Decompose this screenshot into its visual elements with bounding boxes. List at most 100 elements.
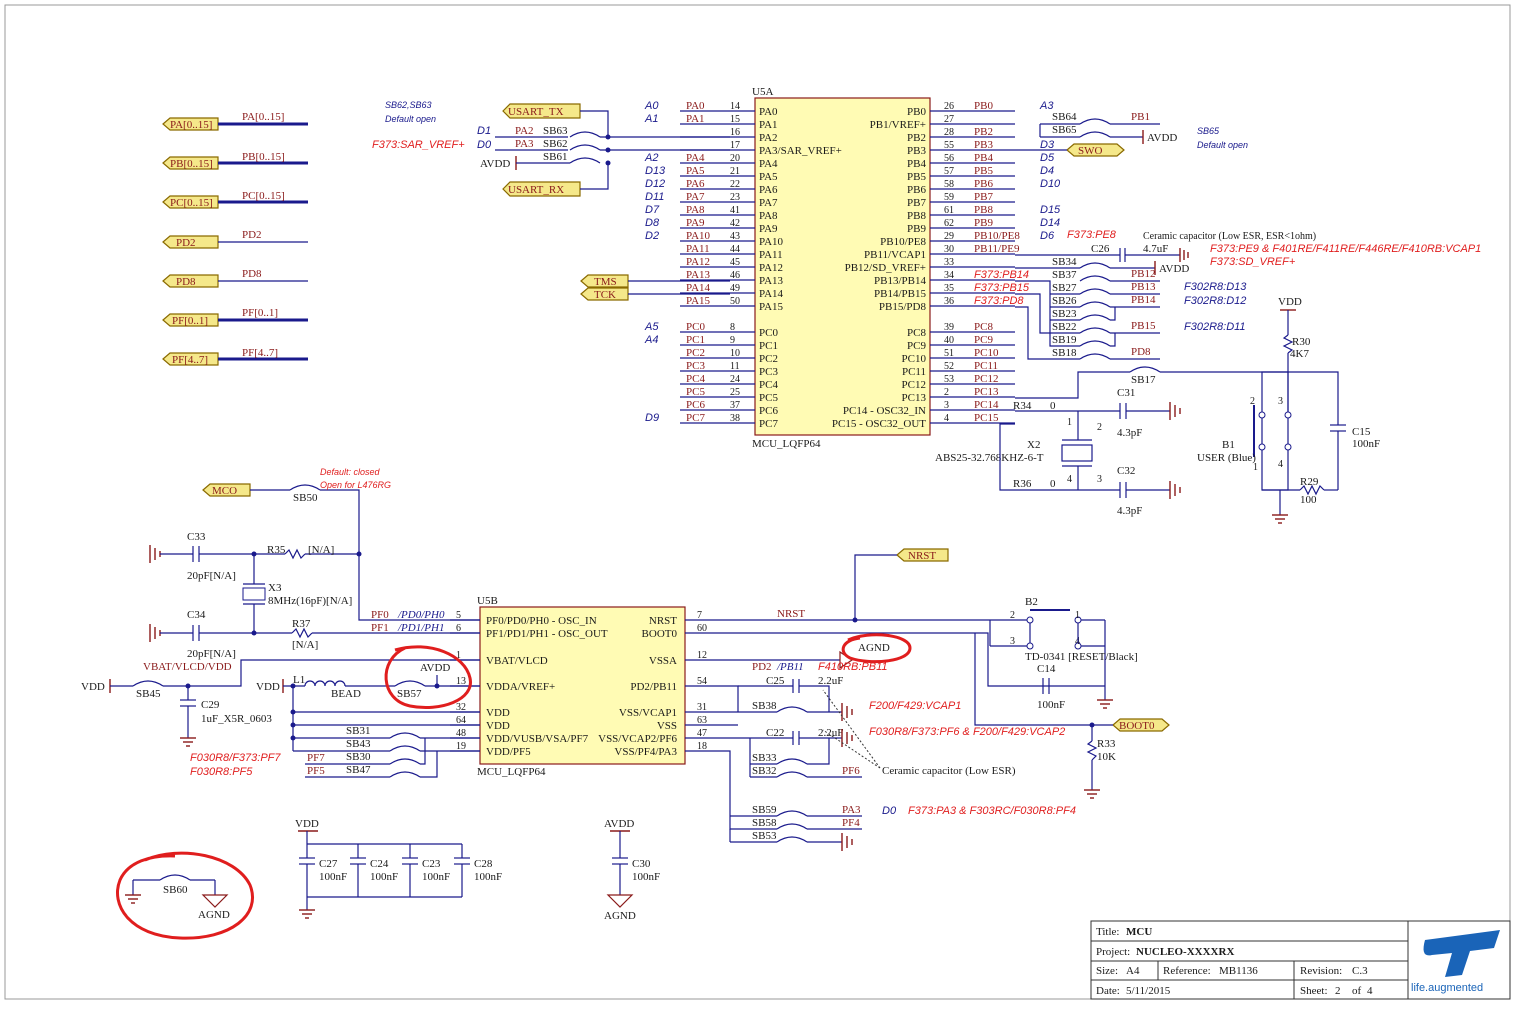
svg-text:PA9: PA9 bbox=[759, 223, 778, 235]
port-pb[interactable]: PB[0..15] PB[0..15] bbox=[162, 151, 308, 170]
b1: B1 bbox=[1222, 439, 1235, 451]
svg-text:3: 3 bbox=[1097, 474, 1102, 485]
svg-text:2: 2 bbox=[944, 387, 949, 398]
svg-text:PC11: PC11 bbox=[974, 360, 998, 372]
svg-text:PC0: PC0 bbox=[686, 321, 705, 333]
svg-text:PD8: PD8 bbox=[176, 276, 196, 288]
c34: C34 bbox=[187, 609, 206, 621]
sb19: SB19 bbox=[1052, 334, 1077, 346]
svg-text:PB0: PB0 bbox=[907, 106, 926, 118]
port-tms[interactable]: TMS bbox=[580, 274, 629, 288]
port-usart-tx[interactable]: USART_TX bbox=[502, 103, 581, 119]
svg-text:61: 61 bbox=[944, 205, 954, 216]
svg-text:PA6: PA6 bbox=[686, 178, 705, 190]
revision-label: Revision: bbox=[1300, 965, 1342, 977]
svg-text:13: 13 bbox=[456, 676, 466, 687]
svg-text:PF[0..1]: PF[0..1] bbox=[172, 315, 208, 327]
svg-text:6: 6 bbox=[456, 623, 461, 634]
svg-text:31: 31 bbox=[697, 702, 707, 713]
svg-text:F373:PB15: F373:PB15 bbox=[974, 282, 1030, 294]
note-f410-pb11: F410RB:PB11 bbox=[818, 661, 888, 673]
svg-text:PB9: PB9 bbox=[907, 223, 926, 235]
port-swo[interactable]: SWO bbox=[1066, 143, 1125, 157]
svg-text:PC15: PC15 bbox=[974, 412, 999, 424]
svg-text:PA7: PA7 bbox=[759, 197, 778, 209]
r33: R33 bbox=[1097, 738, 1116, 750]
svg-text:63: 63 bbox=[697, 715, 707, 726]
svg-text:PC7: PC7 bbox=[686, 412, 705, 424]
sheet-size: A4 bbox=[1126, 965, 1140, 977]
svg-text:53: 53 bbox=[944, 374, 954, 385]
port-tck[interactable]: TCK bbox=[580, 287, 629, 301]
svg-text:PB14/PB15: PB14/PB15 bbox=[874, 288, 926, 300]
sb64: SB64 bbox=[1052, 111, 1077, 123]
sb30: SB30 bbox=[346, 751, 371, 763]
svg-text:VDD/PF5: VDD/PF5 bbox=[486, 746, 531, 758]
svg-text:/PD0/PH0: /PD0/PH0 bbox=[397, 609, 445, 621]
svg-text:[N/A]: [N/A] bbox=[308, 544, 334, 556]
svg-text:AVDD: AVDD bbox=[420, 662, 450, 674]
svg-text:PB5: PB5 bbox=[907, 171, 926, 183]
svg-text:PF1/PD1/PH1 - OSC_OUT: PF1/PD1/PH1 - OSC_OUT bbox=[486, 628, 608, 640]
svg-text:PB1/VREF+: PB1/VREF+ bbox=[870, 119, 926, 131]
svg-text:8: 8 bbox=[730, 322, 735, 333]
svg-text:A1: A1 bbox=[644, 113, 658, 125]
svg-text:10: 10 bbox=[730, 348, 740, 359]
sb18: SB18 bbox=[1052, 347, 1077, 359]
svg-text:AVDD: AVDD bbox=[1159, 263, 1189, 275]
port-usart-rx[interactable]: USART_RX bbox=[502, 181, 581, 197]
size-label: Size: bbox=[1096, 965, 1118, 977]
port-pd8[interactable]: PD8 PD8 bbox=[162, 268, 308, 288]
sb53: SB53 bbox=[752, 830, 777, 842]
svg-text:20pF[N/A]: 20pF[N/A] bbox=[187, 570, 236, 582]
svg-text:4K7: 4K7 bbox=[1290, 348, 1309, 360]
c32: C32 bbox=[1117, 465, 1135, 477]
svg-text:100: 100 bbox=[1300, 494, 1317, 506]
svg-text:PB8: PB8 bbox=[907, 210, 926, 222]
svg-text:PB11/VCAP1: PB11/VCAP1 bbox=[864, 249, 926, 261]
svg-text:PC9: PC9 bbox=[907, 340, 926, 352]
u5b-part: MCU_LQFP64 bbox=[477, 766, 546, 778]
svg-text:38: 38 bbox=[730, 413, 740, 424]
port-pf01[interactable]: PF[0..1] PF[0..1] bbox=[162, 307, 308, 327]
note-mco-open: Open for L476RG bbox=[320, 480, 391, 490]
svg-text:PF6: PF6 bbox=[842, 765, 860, 777]
svg-text:A2: A2 bbox=[644, 152, 658, 164]
port-nrst[interactable]: NRST bbox=[896, 548, 949, 562]
note-sar-vref: F373:SAR_VREF+ bbox=[372, 139, 465, 151]
svg-text:PC2: PC2 bbox=[686, 347, 705, 359]
r29: R29 bbox=[1300, 476, 1319, 488]
svg-text:29: 29 bbox=[944, 231, 954, 242]
port-pf47[interactable]: PF[4..7] PF[4..7] bbox=[162, 347, 308, 366]
svg-text:25: 25 bbox=[730, 387, 740, 398]
note-f373-sdvref: F373:SD_VREF+ bbox=[1210, 256, 1296, 268]
sb50: SB50 bbox=[293, 492, 318, 504]
svg-text:VSS/PF4/PA3: VSS/PF4/PA3 bbox=[614, 746, 677, 758]
svg-text:35: 35 bbox=[944, 283, 954, 294]
svg-text:PB10/PE8: PB10/PE8 bbox=[974, 230, 1020, 242]
svg-text:/PB11: /PB11 bbox=[776, 661, 804, 673]
port-pa[interactable]: PA[0..15] PA[0..15] bbox=[162, 111, 308, 131]
x2: X2 bbox=[1027, 439, 1040, 451]
port-pc[interactable]: PC[0..15] PC[0..15] bbox=[162, 190, 308, 209]
port-pd2[interactable]: PD2 PD2 bbox=[162, 229, 308, 249]
svg-text:PD2: PD2 bbox=[242, 229, 262, 241]
svg-text:PB4: PB4 bbox=[974, 152, 993, 164]
port-mco[interactable]: MCO bbox=[202, 483, 251, 497]
logo-tagline: life.augmented bbox=[1411, 982, 1483, 994]
port-boot0[interactable]: BOOT0 bbox=[1112, 718, 1170, 732]
svg-text:VDD: VDD bbox=[295, 818, 319, 830]
svg-text:3: 3 bbox=[1278, 396, 1283, 407]
